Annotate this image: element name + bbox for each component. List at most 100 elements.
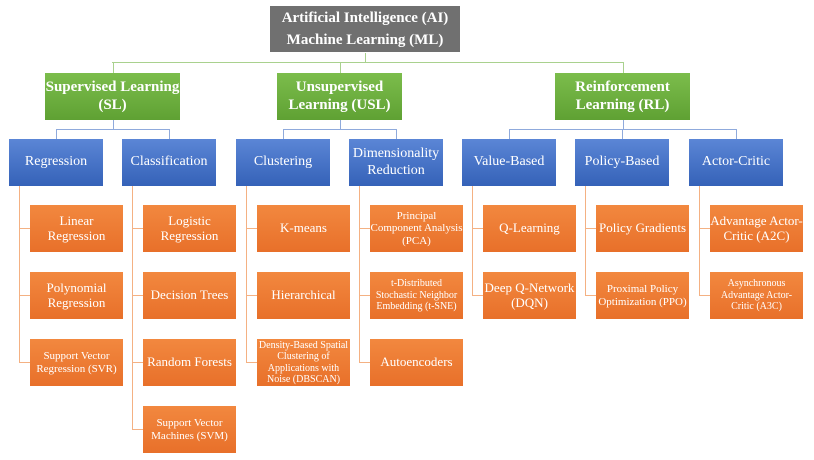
method-connector-trunk [359,186,360,362]
category-connector [283,129,284,139]
method-node: t-Distributed Stochastic Neighbor Embedd… [370,272,463,319]
method-connector-trunk [585,186,586,295]
category-node-label: Policy-Based [584,154,660,170]
category-node: Dimensionality Reduction [349,139,443,186]
paradigm-connector [113,62,114,73]
method-node-label: K-means [280,220,327,236]
method-node-label: Deep Q-Network (DQN) [484,279,575,310]
category-node: Value-Based [462,139,556,186]
method-node-label: Support Vector Regression (SVR) [36,349,117,375]
method-connector-trunk [246,186,247,362]
category-node: Clustering [236,139,330,186]
method-connector-trunk [472,186,473,295]
root-node: Artificial Intelligence (AI) Machine Lea… [269,5,461,53]
category-connector-bar [283,129,397,130]
method-node: Policy Gradients [596,205,689,252]
method-connector [585,295,596,296]
method-connector [359,362,370,363]
method-node: Support Vector Machines (SVM) [143,406,236,453]
category-node-label: Clustering [253,154,313,170]
method-connector [132,295,143,296]
category-node: Policy-Based [575,139,669,186]
category-connector [622,129,623,139]
method-connector [246,228,257,229]
method-connector [699,228,710,229]
method-node: Deep Q-Network (DQN) [483,272,576,319]
method-node-label: Principal Component Analysis (PCA) [370,209,463,247]
method-node: Asynchronous Advantage Actor-Critic (A3C… [710,272,803,319]
method-node-label: Policy Gradients [598,220,686,236]
method-connector-trunk [699,186,700,295]
method-node: Support Vector Regression (SVR) [30,339,123,386]
method-connector [359,228,370,229]
method-node: Q-Learning [483,205,576,252]
method-connector [472,295,483,296]
method-connector [246,362,257,363]
method-node-label: t-Distributed Stochastic Neighbor Embedd… [375,278,458,313]
method-connector [132,228,143,229]
category-connector [736,129,737,139]
method-connector [132,429,143,430]
paradigm-connector-bar [112,62,623,63]
root-connector [365,53,366,63]
method-node: Hierarchical [257,272,350,319]
method-connector [699,295,710,296]
method-node: Random Forests [143,339,236,386]
method-node: K-means [257,205,350,252]
method-connector [246,295,257,296]
method-node-label: Hierarchical [271,287,336,303]
method-node: Density-Based Spatial Clustering of Appl… [257,339,350,386]
method-node: Decision Trees [143,272,236,319]
method-connector [585,228,596,229]
category-node: Actor-Critic [689,139,783,186]
category-node-label: Regression [24,154,88,170]
method-node-label: Density-Based Spatial Clustering of Appl… [258,339,349,386]
paradigm-connector [623,62,624,73]
method-node-label: Decision Trees [150,287,229,303]
method-node-label: Logistic Regression [160,212,219,243]
method-node: Autoencoders [370,339,463,386]
method-node: Linear Regression [30,205,123,252]
method-node-label: Autoencoders [380,354,453,370]
method-node-label: Support Vector Machines (SVM) [151,416,228,442]
paradigm-node-label: Unsupervised Learning (USL) [288,79,391,113]
method-node-label: Random Forests [147,354,232,370]
method-node-label: Advantage Actor-Critic (A2C) [710,212,803,243]
paradigm-node-label: Supervised Learning (SL) [45,79,180,113]
method-node-label: Linear Regression [47,212,106,243]
method-node-label: Q-Learning [499,220,560,236]
category-connector [169,129,170,139]
paradigm-node: Reinforcement Learning (RL) [555,73,690,120]
paradigm-node-label: Reinforcement Learning (RL) [575,79,670,113]
category-node-label: Dimensionality Reduction [352,146,440,178]
category-connector [340,120,341,129]
method-connector-trunk [19,186,20,362]
method-node: Logistic Regression [143,205,236,252]
category-node-label: Classification [130,154,208,170]
category-node-label: Actor-Critic [701,154,771,170]
category-connector [509,129,510,139]
paradigm-node: Unsupervised Learning (USL) [277,73,402,120]
method-connector [359,295,370,296]
method-connector [19,295,30,296]
paradigm-node: Supervised Learning (SL) [45,73,180,120]
category-connector-bar [509,129,737,130]
root-line-1: Artificial Intelligence (AI) [281,9,449,26]
category-node: Regression [9,139,103,186]
method-connector [19,228,30,229]
method-connector [472,228,483,229]
method-node-label: Proximal Policy Optimization (PPO) [598,282,687,308]
method-node: Proximal Policy Optimization (PPO) [596,272,689,319]
method-connector-trunk [132,186,133,429]
method-node-label: Polynomial Regression [46,279,107,310]
category-connector [56,129,57,139]
category-connector-bar [56,129,170,130]
category-connector [396,129,397,139]
category-connector [623,120,624,129]
method-node-label: Asynchronous Advantage Actor-Critic (A3C… [720,278,793,313]
method-node: Principal Component Analysis (PCA) [370,205,463,252]
method-node: Advantage Actor-Critic (A2C) [710,205,803,252]
method-connector [132,362,143,363]
method-node: Polynomial Regression [30,272,123,319]
